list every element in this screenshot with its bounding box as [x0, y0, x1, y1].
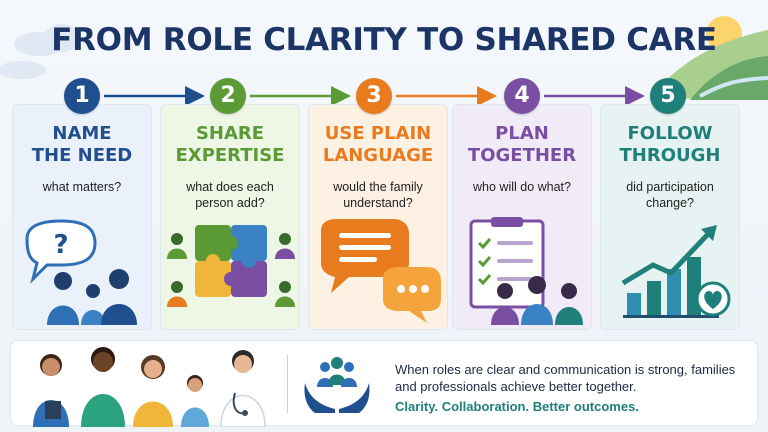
- step-title: USE PLAIN LANGUAGE: [322, 123, 434, 166]
- step-title: NAME THE NEED: [31, 123, 133, 166]
- footer-banner: When roles are clear and communication i…: [10, 340, 758, 427]
- step-title: PLAN TOGETHER: [467, 123, 577, 166]
- step-subtitle: who will do what?: [473, 180, 571, 194]
- step-card-2: SHARE EXPERTISE what does each person ad…: [160, 104, 300, 330]
- step-subtitle: would the family understand?: [333, 180, 423, 210]
- team-hands-icon: [304, 357, 370, 413]
- footer-divider: [287, 355, 288, 413]
- checklist-clipboard-icon: [469, 217, 583, 325]
- footer-message: When roles are clear and communication i…: [395, 362, 736, 394]
- step-title: SHARE EXPERTISE: [175, 123, 285, 166]
- speech-bubbles-icon: [321, 219, 441, 323]
- step-card-3: USE PLAIN LANGUAGE would the family unde…: [308, 104, 448, 330]
- care-team-illustration: [33, 347, 266, 427]
- step-card-1: NAME THE NEED what matters? ?: [12, 104, 152, 330]
- page-title: FROM ROLE CLARITY TO SHARED CARE: [51, 22, 717, 58]
- puzzle-pieces-icon: [167, 225, 295, 307]
- question-bubble-family-icon: ?: [25, 219, 137, 325]
- step-number-3: 3: [356, 78, 392, 114]
- step-subtitle: what matters?: [42, 180, 122, 194]
- step-number-2: 2: [210, 78, 246, 114]
- step-title: FOLLOW THROUGH: [619, 123, 721, 166]
- step-card-5: FOLLOW THROUGH did participation change?: [600, 104, 740, 330]
- step-number-1: 1: [64, 78, 100, 114]
- step-subtitle: what does each person add?: [186, 180, 274, 210]
- step-number-5: 5: [650, 78, 686, 114]
- process-flow-arrows: [104, 86, 645, 106]
- svg-text:?: ?: [53, 230, 68, 260]
- step-subtitle: did participation change?: [626, 180, 714, 210]
- step-card-4: PLAN TOGETHER who will do what?: [452, 104, 592, 330]
- footer-tagline: Clarity. Collaboration. Better outcomes.: [395, 399, 639, 414]
- growth-chart-heart-icon: [621, 225, 731, 318]
- step-number-4: 4: [504, 78, 540, 114]
